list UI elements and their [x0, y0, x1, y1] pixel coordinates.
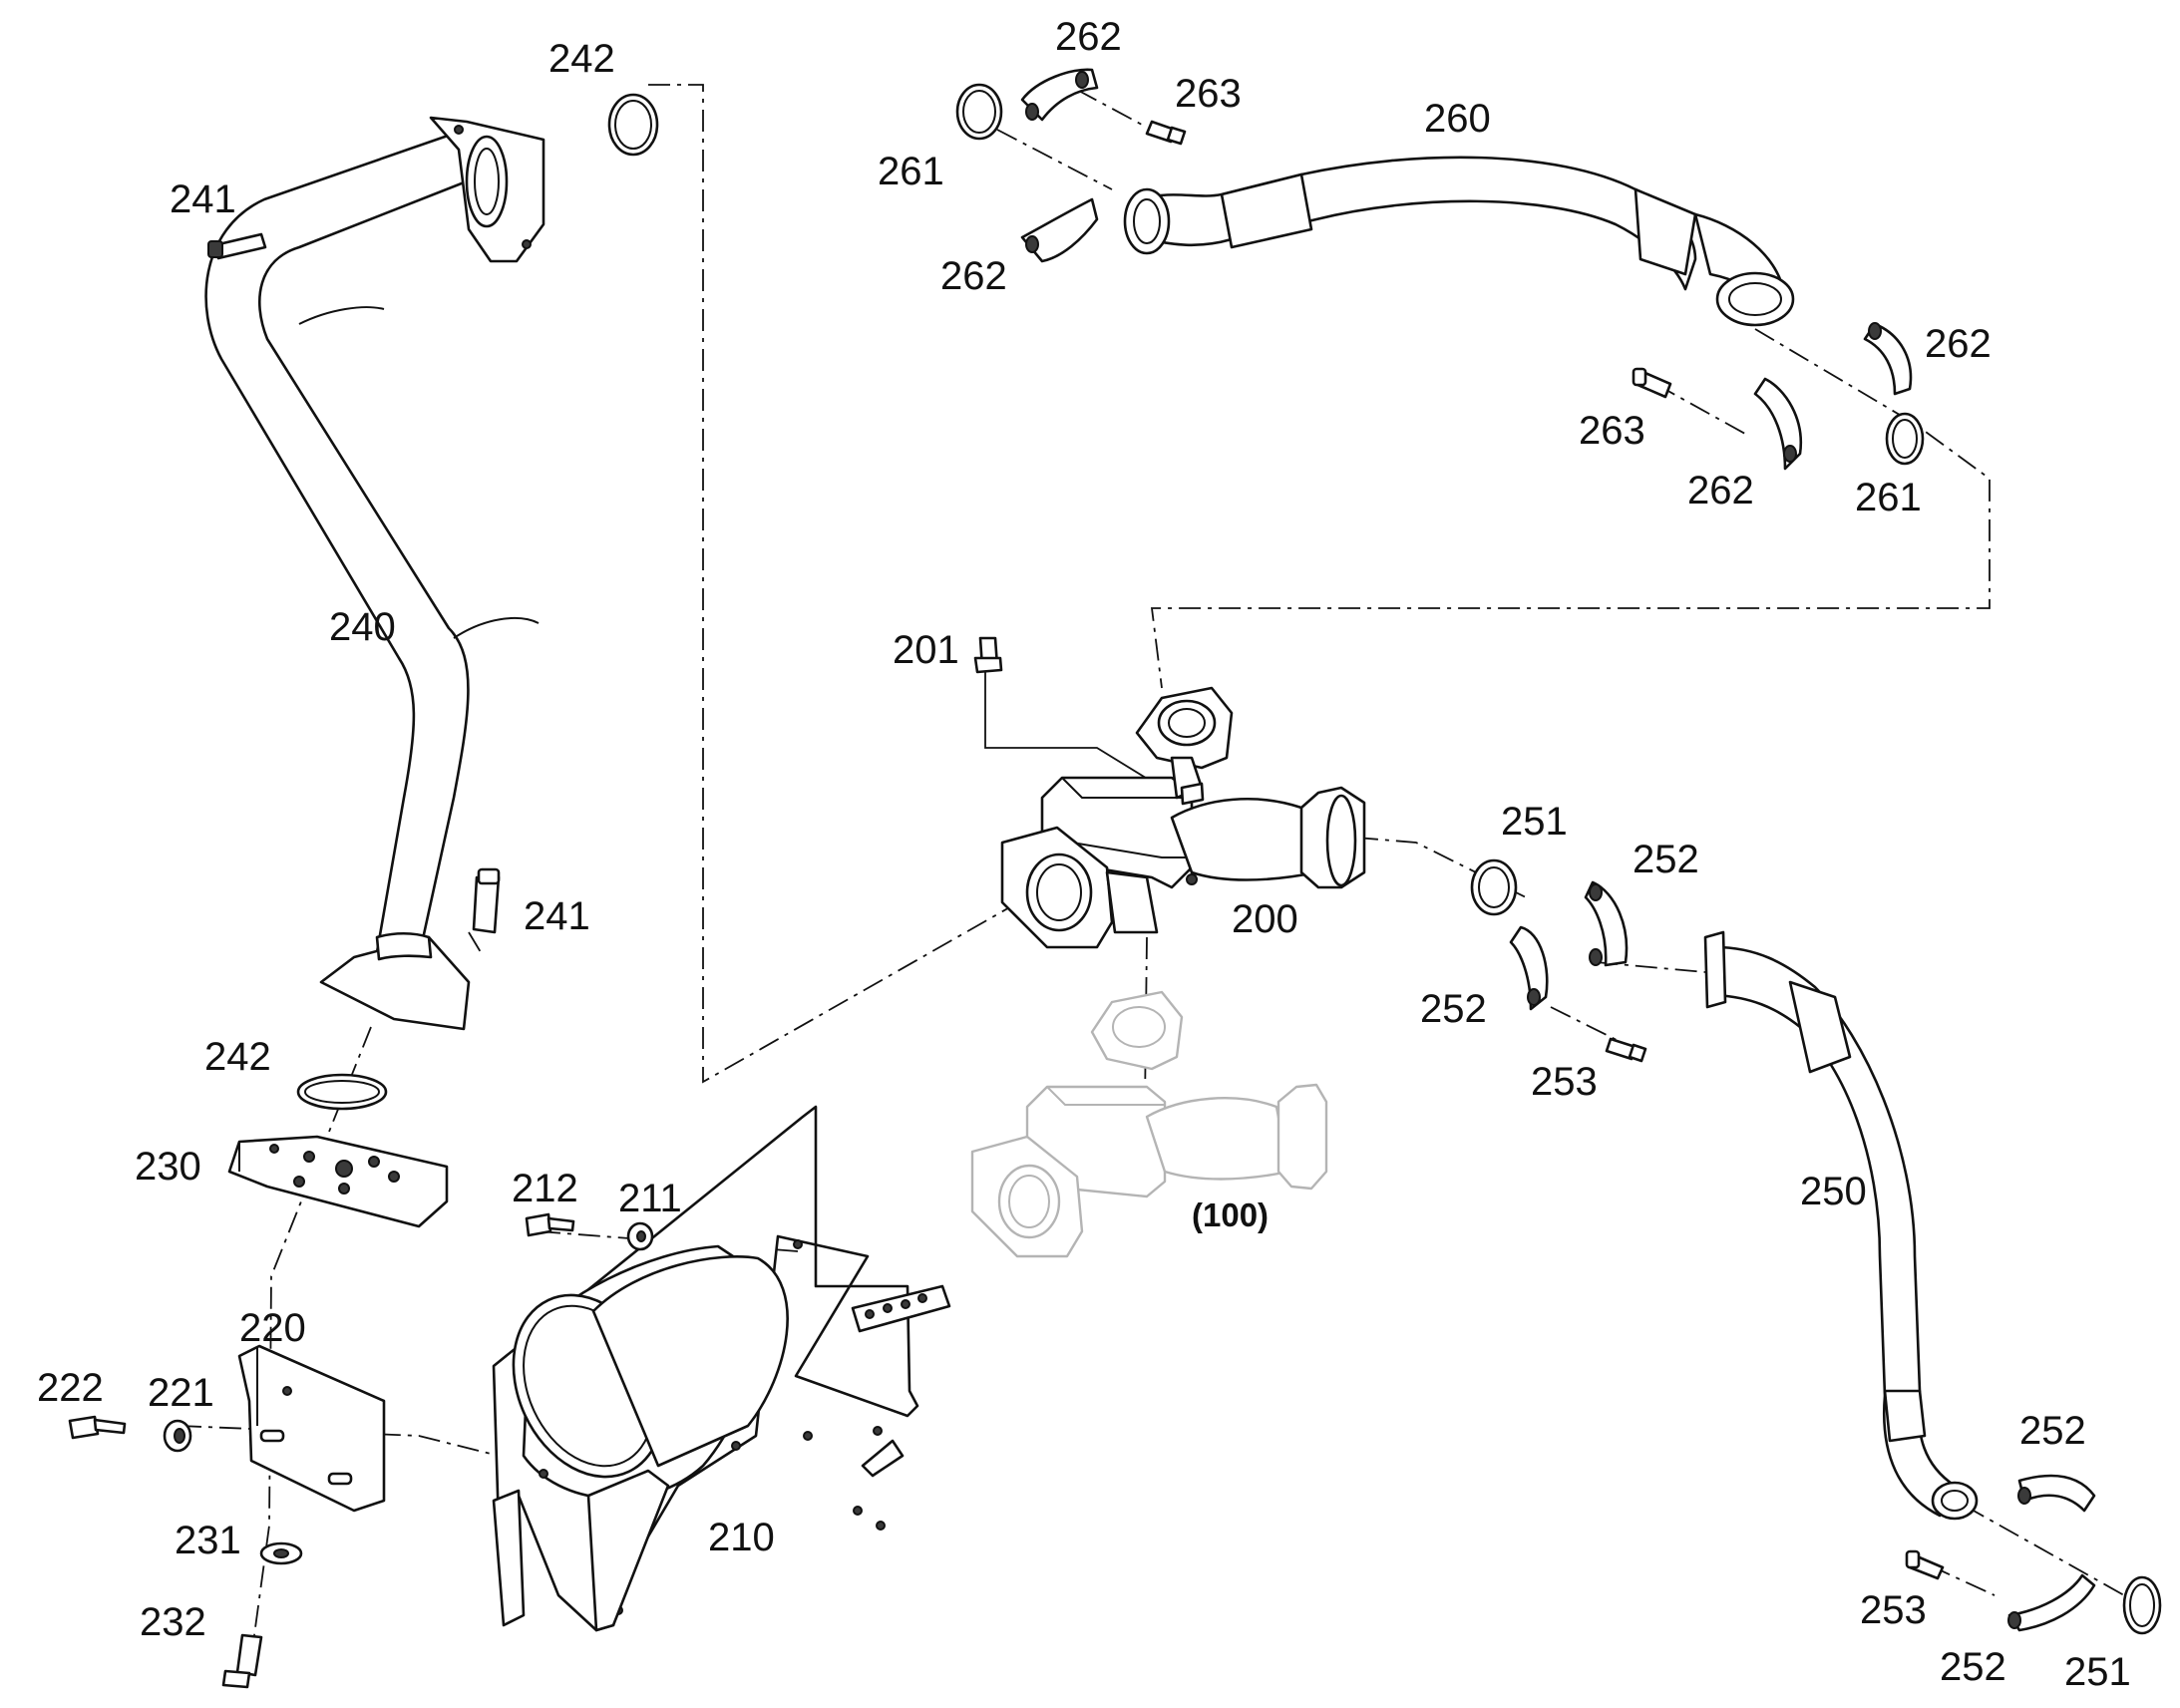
clamp-262-c — [1863, 322, 1913, 396]
pipe-240 — [204, 116, 545, 1031]
label-242-bottom: 242 — [204, 1035, 271, 1079]
label-262-b: 262 — [940, 254, 1007, 298]
label-201: 201 — [893, 628, 959, 672]
bolt-222 — [68, 1415, 127, 1440]
bolt-241-top — [207, 232, 267, 260]
label-assembly-100: (100) — [1192, 1196, 1269, 1233]
fitting-201 — [973, 636, 1003, 674]
washer-221 — [163, 1419, 192, 1453]
adapter-plate-230 — [227, 1135, 449, 1228]
label-252-c: 252 — [2019, 1409, 2086, 1453]
label-253-a: 253 — [1531, 1060, 1598, 1104]
label-262-d: 262 — [1687, 469, 1754, 512]
clamp-252-c — [2017, 1474, 2096, 1513]
washer-211 — [626, 1221, 654, 1251]
label-211: 211 — [618, 1177, 682, 1220]
bolt-253-top — [1605, 1037, 1647, 1063]
clamp-252-d — [2007, 1573, 2096, 1632]
label-220: 220 — [239, 1306, 306, 1350]
label-242-top: 242 — [548, 37, 615, 81]
housing-210 — [492, 1105, 951, 1632]
label-221: 221 — [148, 1371, 214, 1415]
label-261-b: 261 — [1855, 476, 1922, 519]
o-ring-242-top — [607, 93, 659, 157]
bracket-220 — [237, 1344, 386, 1513]
bolt-212 — [525, 1212, 575, 1237]
label-222: 222 — [37, 1366, 104, 1410]
callout-labels: 242 241 240 241 242 230 220 222 221 231 … — [37, 15, 2131, 1694]
label-252-d: 252 — [1940, 1645, 2006, 1689]
label-261-a: 261 — [878, 150, 944, 193]
label-240: 240 — [329, 605, 396, 649]
bolt-253-bottom — [1905, 1549, 1945, 1580]
label-241-bottom: 241 — [524, 894, 590, 938]
label-262-c: 262 — [1925, 322, 1992, 366]
clamp-262-a — [1020, 68, 1099, 122]
ring-261-top — [955, 83, 1003, 141]
label-251-top: 251 — [1501, 800, 1568, 844]
bolt-232 — [221, 1633, 263, 1689]
bolt-263-top — [1145, 120, 1187, 146]
label-250: 250 — [1800, 1170, 1867, 1213]
clamp-262-d — [1753, 377, 1803, 471]
clamp-252-b — [1509, 925, 1549, 1011]
label-230: 230 — [135, 1145, 201, 1189]
clamp-262-b — [1020, 197, 1099, 263]
bolt-263-bottom — [1632, 367, 1672, 399]
label-263-a: 263 — [1175, 72, 1242, 116]
label-262-a: 262 — [1055, 15, 1122, 59]
bolt-241-bottom — [472, 867, 501, 934]
label-252-b: 252 — [1420, 987, 1487, 1031]
label-212: 212 — [512, 1167, 578, 1210]
label-252-a: 252 — [1633, 838, 1699, 881]
pipe-250 — [1703, 930, 1979, 1521]
label-251-bottom: 251 — [2064, 1650, 2131, 1694]
clamp-252-a — [1584, 880, 1629, 967]
label-232: 232 — [140, 1600, 206, 1644]
label-260: 260 — [1424, 97, 1491, 141]
label-231: 231 — [175, 1519, 241, 1562]
label-210: 210 — [708, 1516, 775, 1559]
pipe-260 — [1123, 156, 1795, 327]
label-263-b: 263 — [1579, 409, 1645, 453]
label-200: 200 — [1232, 897, 1298, 941]
assembly-ghost-100 — [970, 990, 1328, 1258]
valve-assembly-200 — [1000, 686, 1366, 949]
label-253-b: 253 — [1860, 1588, 1927, 1632]
label-241-top: 241 — [170, 177, 236, 221]
